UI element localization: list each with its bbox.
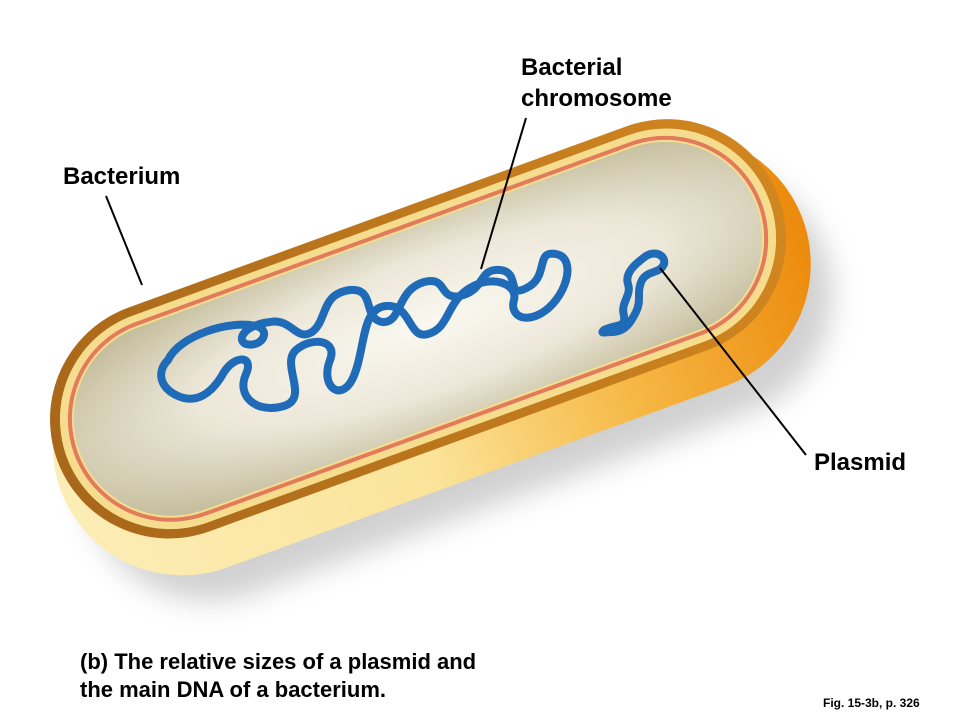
caption-line2: the main DNA of a bacterium. (80, 677, 387, 702)
label-plasmid: Plasmid (814, 449, 907, 476)
label-bacterial-chromosome-line2: chromosome (521, 85, 672, 112)
leader-line-plasmid (659, 267, 807, 456)
figure-reference: Fig. 15-3b, p. 326 (823, 696, 920, 710)
cell-membrane (67, 135, 769, 522)
plasmid-dna (598, 249, 669, 337)
leader-line-bacterium (105, 195, 143, 286)
label-bacterial-chromosome: Bacterial chromosome (521, 52, 672, 114)
leader-line-chromosome (480, 117, 527, 270)
figure-caption: (b) The relative sizes of a plasmid and … (80, 648, 476, 704)
bacterial-chromosome (157, 249, 572, 412)
caption-line1: (b) The relative sizes of a plasmid and (80, 649, 477, 674)
label-bacterium: Bacterium (63, 163, 181, 190)
label-bacterial-chromosome-line1: Bacterial (521, 54, 623, 81)
